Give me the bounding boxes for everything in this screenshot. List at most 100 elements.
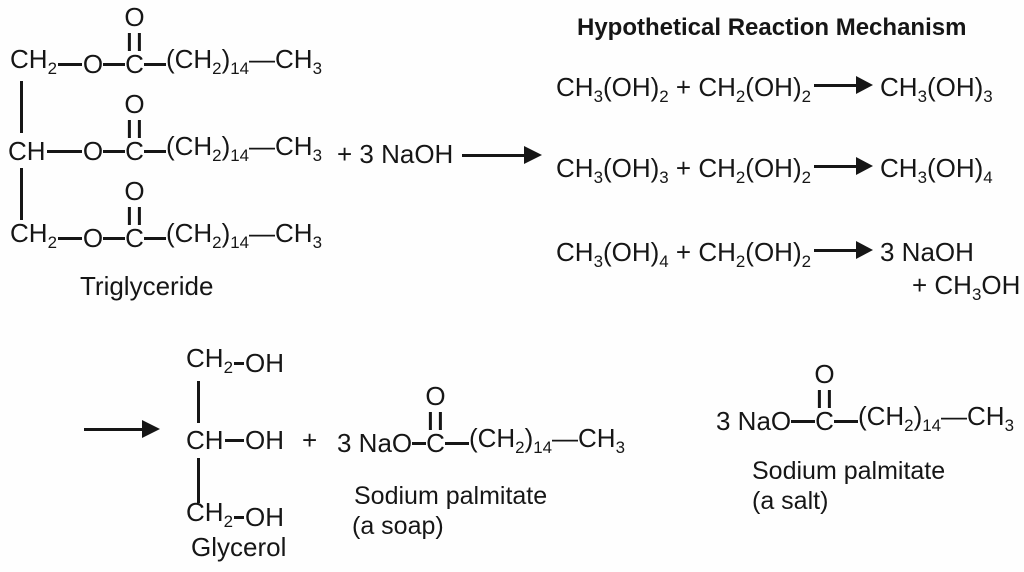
- bond-line: [143, 62, 166, 66]
- step-lhs: CH3(OH)3 + CH2(OH)2: [556, 153, 812, 188]
- step-rhs: 3 NaOH: [880, 237, 974, 267]
- carbonyl-group: O: [124, 2, 145, 51]
- ester-oxygen: O: [82, 223, 104, 253]
- ch2-group: CH2: [10, 217, 57, 253]
- glycerol-row-1: CH2 OH: [186, 343, 284, 379]
- mechanism-title: Hypothetical Reaction Mechanism: [577, 14, 967, 41]
- fatty-acid-chain: (CH2)14—CH3: [165, 43, 322, 79]
- ester-row-3: CH2 O C O (CH2)14—CH3: [10, 176, 322, 255]
- arrow-shaft: [84, 428, 144, 431]
- bond-line: [46, 149, 82, 153]
- carbonyl-oxygen: O: [124, 89, 145, 119]
- ch2-group: CH2: [10, 43, 57, 79]
- triglyceride-label: Triglyceride: [80, 271, 214, 301]
- salt-formula: 3 NaO C O (CH2)14—CH3: [716, 359, 1014, 438]
- bond-line: [833, 419, 858, 423]
- bond-line: [103, 62, 126, 66]
- ester-oxygen: O: [82, 136, 104, 166]
- bond-line: [143, 149, 166, 153]
- product-arrow-icon: [84, 420, 164, 438]
- step-lhs: CH3(OH)4 + CH2(OH)2: [556, 237, 812, 272]
- ester-oxygen: O: [82, 49, 104, 79]
- bond-line: [412, 441, 427, 445]
- step-rhs: CH3(OH)3: [880, 72, 993, 107]
- carbonyl-group: O: [425, 381, 446, 430]
- fatty-acid-chain: (CH2)14—CH3: [857, 400, 1014, 436]
- carbonyl-carbon: C O: [425, 381, 446, 458]
- bond-line: [791, 419, 816, 423]
- bond-line: [224, 438, 244, 442]
- carbonyl-group: O: [124, 89, 145, 138]
- arrow-shaft: [814, 249, 858, 252]
- bond-line: [444, 441, 469, 445]
- backbone-bond: [197, 458, 200, 503]
- hydroxyl-group: OH: [245, 425, 284, 455]
- glycerol-label: Glycerol: [191, 532, 287, 562]
- arrow-head: [524, 146, 542, 164]
- fatty-acid-chain: (CH2)14—CH3: [468, 422, 625, 458]
- double-bond-icon: [818, 390, 832, 408]
- hydroxyl-group: OH: [245, 348, 284, 378]
- ch2-group: CH2: [186, 496, 233, 532]
- arrow-shaft: [462, 154, 526, 157]
- backbone-bond: [20, 81, 23, 133]
- backbone-bond: [197, 381, 200, 423]
- bond-line: [103, 149, 126, 153]
- bond-line: [233, 515, 244, 519]
- arrow-shaft: [814, 165, 858, 168]
- bond-line: [57, 236, 82, 240]
- step-rhs-continued: + CH3OH: [912, 270, 1021, 305]
- ester-row-2: CH O C O (CH2)14—CH3: [8, 89, 322, 168]
- soap-formula: 3 NaO C O (CH2)14—CH3: [337, 381, 625, 460]
- carbonyl-oxygen: O: [814, 359, 835, 389]
- mechanism-step-2: CH3(OH)3 + CH2(OH)2 CH3(OH)4: [556, 152, 1024, 222]
- ch-group: CH: [8, 136, 46, 166]
- naoh-reagent: + 3 NaOH: [337, 139, 454, 169]
- mechanism-step-3: CH3(OH)4 + CH2(OH)2 3 NaOH + CH3OH: [556, 236, 1024, 306]
- carbonyl-group: O: [814, 359, 835, 408]
- carbonyl-carbon: C O: [124, 89, 145, 166]
- carbonyl-carbon: C O: [124, 176, 145, 253]
- backbone-bond: [20, 168, 23, 220]
- double-bond-icon: [128, 120, 142, 138]
- arrow-head: [856, 157, 873, 175]
- ch-group: CH: [186, 425, 224, 455]
- bond-line: [143, 236, 166, 240]
- soap-label: Sodium palmitate: [354, 482, 548, 510]
- salt-sublabel: (a salt): [752, 487, 829, 515]
- bond-line: [233, 361, 244, 365]
- step-rhs: CH3(OH)4: [880, 153, 993, 188]
- arrow-head: [856, 241, 873, 259]
- reaction-arrow-icon: [462, 146, 546, 164]
- mechanism-step-1: CH3(OH)2 + CH2(OH)2 CH3(OH)3: [556, 71, 1024, 141]
- glycerol-row-3: CH2 OH: [186, 497, 284, 533]
- double-bond-icon: [429, 412, 443, 430]
- carbonyl-carbon: C O: [814, 359, 835, 436]
- bond-line: [103, 236, 126, 240]
- plus-sign: +: [302, 425, 318, 455]
- arrow-shaft: [814, 84, 858, 87]
- sodium-oxide-group: 3 NaO: [716, 406, 792, 436]
- double-bond-icon: [128, 33, 142, 51]
- bond-line: [57, 62, 82, 66]
- glycerol-row-2: CH OH: [186, 424, 284, 456]
- sodium-oxide-group: 3 NaO: [337, 428, 413, 458]
- carbonyl-carbon: C O: [124, 2, 145, 79]
- carbonyl-group: O: [124, 176, 145, 225]
- soap-sublabel: (a soap): [352, 512, 444, 540]
- salt-label: Sodium palmitate: [752, 457, 946, 485]
- arrow-head: [142, 420, 160, 438]
- step-lhs: CH3(OH)2 + CH2(OH)2: [556, 72, 812, 107]
- carbonyl-oxygen: O: [124, 176, 145, 206]
- arrow-head: [856, 76, 873, 94]
- fatty-acid-chain: (CH2)14—CH3: [165, 130, 322, 166]
- ch2-group: CH2: [186, 342, 233, 378]
- double-bond-icon: [128, 207, 142, 225]
- ester-row-1: CH2 O C O (CH2)14—CH3: [10, 2, 322, 81]
